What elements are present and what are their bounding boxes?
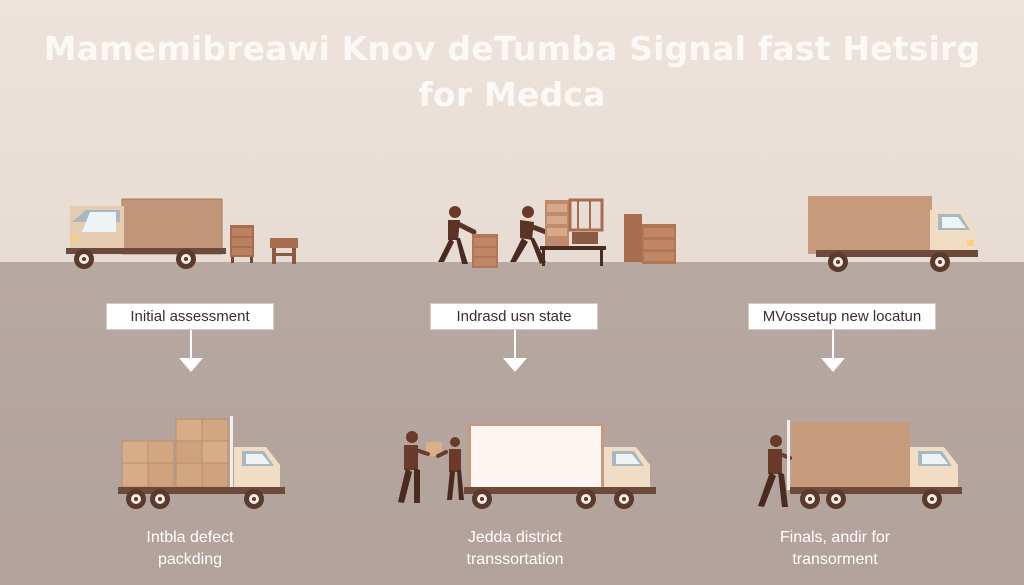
step-1-caption-line-2: packding	[157, 551, 223, 568]
arrow-down-icon	[503, 330, 527, 372]
worker-pushing-dolly	[438, 206, 477, 264]
worker-carrying-box	[398, 431, 442, 503]
truck-top-right	[808, 196, 978, 272]
step-3-caption: Finals, andir for transorment	[725, 527, 945, 571]
cabinet-top-middle	[472, 234, 498, 268]
step-3-caption-line-1: Finals, andir for	[779, 529, 891, 546]
step-1-label: Initial assessment	[106, 303, 274, 330]
truck-bottom-left	[118, 416, 285, 509]
step-2-label: Indrasd usn state	[430, 303, 598, 330]
title-line-2: for Medca	[418, 75, 606, 114]
worker-lifting	[510, 206, 549, 264]
worker-assisting	[436, 437, 464, 500]
arrow-down-icon	[821, 330, 845, 372]
bench-top-left	[270, 238, 298, 264]
step-2-caption-line-2: transsortation	[466, 551, 564, 568]
truck-top-left	[66, 198, 226, 269]
step-3-label: MVossetup new locatun	[748, 303, 936, 330]
worker-pushing-truck	[758, 435, 792, 507]
page-title: Mamemibreawi Knov deTumba Signal fast He…	[0, 26, 1024, 118]
truck-bottom-middle	[464, 424, 656, 509]
step-1-caption: Intbla defect packding	[80, 527, 300, 571]
step-3-caption-line-2: transorment	[792, 551, 878, 568]
truck-bottom-right	[787, 420, 962, 509]
dresser-top-left	[230, 225, 254, 263]
shelving-cart	[540, 198, 606, 266]
title-line-1: Mamemibreawi Knov deTumba Signal fast He…	[43, 29, 981, 68]
box-stack	[121, 418, 229, 488]
step-2-caption: Jedda district transsortation	[405, 527, 625, 571]
arrow-down-icon	[179, 330, 203, 372]
step-2-caption-line-1: Jedda district	[467, 529, 563, 546]
step-1-caption-line-1: Intbla defect	[146, 529, 234, 546]
wardrobe-top-middle	[624, 214, 676, 264]
